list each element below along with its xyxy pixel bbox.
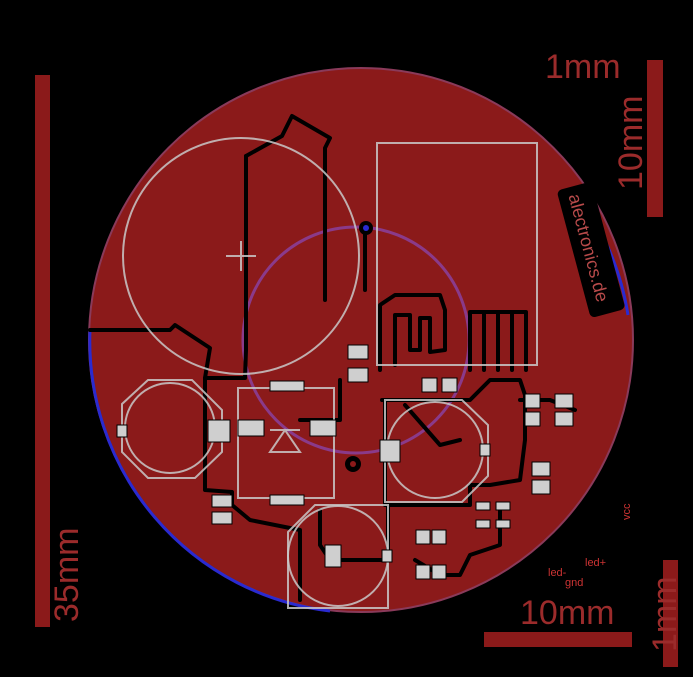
trace-coil (378, 293, 447, 372)
pad-bottom-smd-3 (415, 564, 431, 580)
dimension-bar-right-top (647, 60, 663, 217)
pad-smd-mid-b (441, 377, 458, 393)
board-copper-fill (88, 67, 634, 613)
pad-right-smd-4 (554, 411, 574, 427)
electrolytic-cap-right-frame (384, 399, 489, 503)
via-top-inner (363, 225, 369, 231)
pad-diode-right (309, 419, 337, 437)
pad-cap-right-b (479, 443, 491, 457)
pad-ic-3 (475, 519, 491, 529)
pad-ic-1 (475, 501, 491, 511)
trace-right-coil (468, 310, 528, 372)
trace-box-right (380, 378, 527, 507)
dimension-bar-bottom (484, 632, 632, 647)
electrolytic-cap-left-frame (121, 379, 223, 479)
trace-main-left (203, 154, 302, 602)
pad-bottom-smd-2 (431, 529, 447, 545)
pad-ic-4 (495, 519, 511, 529)
pad-cap-left-a (116, 424, 128, 438)
pad-resistor-top-a (347, 344, 369, 360)
pad-cap-left-b (207, 419, 231, 443)
dimension-label-1mm-bottom-right: 1mm (646, 576, 684, 652)
pad-cap-bottom-a (324, 544, 342, 568)
capacitor-outline-large (122, 137, 360, 375)
net-label-led-plus: led+ (585, 557, 606, 569)
net-label-led-minus: led- (548, 567, 567, 579)
pad-cap-bottom-b (381, 549, 393, 563)
diode-symbol (268, 428, 302, 453)
pad-left-bottom-b (211, 511, 233, 525)
pad-right-smd-1 (524, 393, 541, 409)
dimension-label-10mm-right: 10mm (612, 96, 650, 190)
pad-cap-right-a (379, 439, 401, 463)
pad-bottom-smd-4 (431, 564, 447, 580)
dimension-bar-bottom-right (663, 560, 678, 667)
net-label-gnd: gnd (565, 577, 583, 589)
pad-right-smd-6 (531, 479, 551, 495)
board-outline-arc-left (88, 329, 331, 613)
component-outline-rect (376, 142, 538, 366)
pad-right-smd-2 (524, 411, 541, 427)
capacitor-plus-large (226, 241, 256, 271)
trace-left-arc (88, 323, 212, 380)
pad-ic-2 (495, 501, 511, 511)
pad-diode-bottom (269, 494, 305, 506)
trace-center-diag (403, 403, 462, 447)
dimension-bar-left (35, 75, 50, 627)
via-center-inner (350, 461, 356, 467)
pad-diode-top (269, 380, 305, 392)
net-label-vcc: vcc (621, 503, 633, 520)
pad-right-smd-3 (554, 393, 574, 409)
pad-bottom-smd-1 (415, 529, 431, 545)
pad-right-smd-5 (531, 461, 551, 477)
dimension-label-10mm-bottom: 10mm (520, 594, 614, 632)
pad-left-bottom-a (211, 494, 233, 508)
dimension-label-35mm-left: 35mm (48, 528, 86, 622)
pad-smd-mid-a (421, 377, 438, 393)
dimension-label-1mm-top: 1mm (545, 48, 621, 86)
pad-resistor-top-b (347, 367, 369, 383)
pad-diode-left (237, 419, 265, 437)
